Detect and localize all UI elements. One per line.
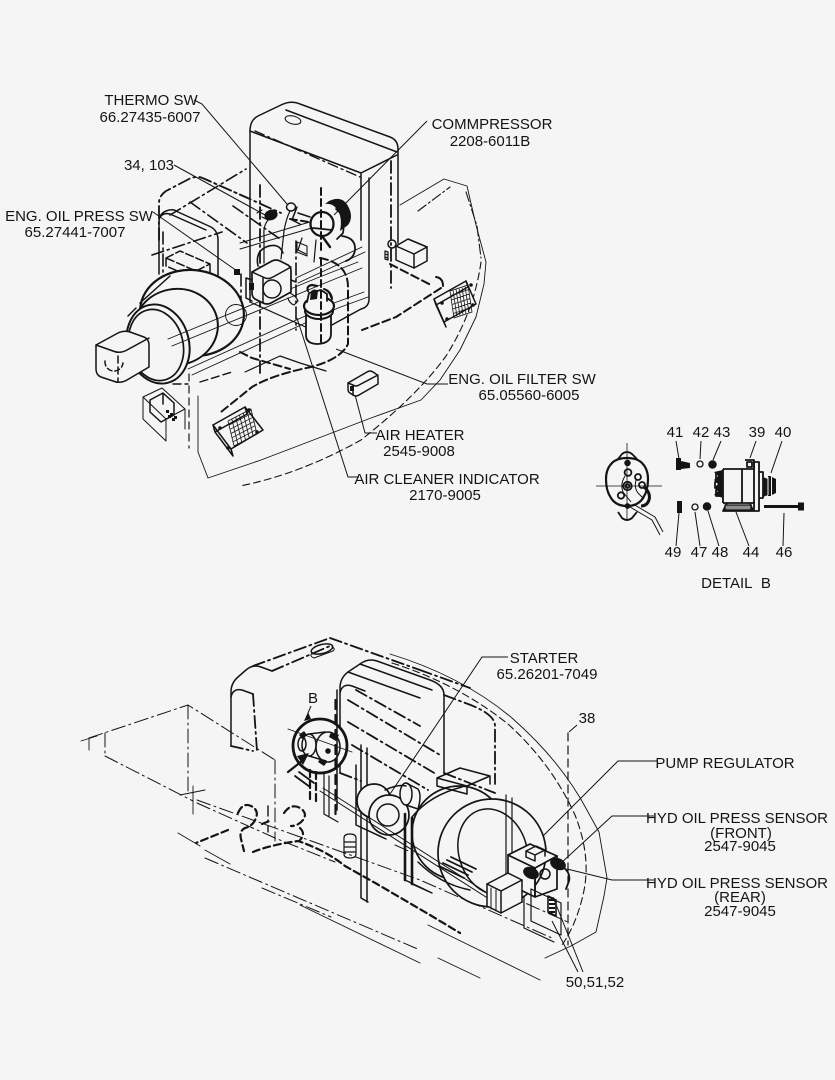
svg-text:48: 48: [712, 544, 729, 561]
svg-text:2547-9045: 2547-9045: [704, 838, 776, 855]
svg-text:40: 40: [775, 424, 792, 441]
svg-text:65.26201-7049: 65.26201-7049: [497, 666, 598, 683]
svg-text:65.05560-6005: 65.05560-6005: [479, 387, 580, 404]
svg-text:44: 44: [743, 544, 760, 561]
svg-text:HYD OIL PRESS SENSOR: HYD OIL PRESS SENSOR: [646, 810, 828, 827]
svg-text:ENG. OIL FILTER SW: ENG. OIL FILTER SW: [448, 371, 596, 388]
svg-text:39: 39: [749, 424, 766, 441]
svg-text:(REAR): (REAR): [714, 889, 766, 906]
svg-text:2170-9005: 2170-9005: [409, 487, 481, 504]
svg-text:65.27441-7007: 65.27441-7007: [25, 224, 126, 241]
svg-text:41: 41: [667, 424, 684, 441]
svg-text:STARTER: STARTER: [510, 650, 579, 667]
svg-text:THERMO SW: THERMO SW: [104, 92, 198, 109]
svg-text:38: 38: [579, 710, 596, 727]
svg-text:42: 42: [693, 424, 710, 441]
svg-text:HYD OIL PRESS SENSOR: HYD OIL PRESS SENSOR: [646, 875, 828, 892]
svg-text:COMMPRESSOR: COMMPRESSOR: [432, 116, 553, 133]
svg-text:49: 49: [665, 544, 682, 561]
svg-text:46: 46: [776, 544, 793, 561]
svg-text:2547-9045: 2547-9045: [704, 903, 776, 920]
svg-text:47: 47: [691, 544, 708, 561]
svg-text:2208-6011B: 2208-6011B: [450, 133, 531, 150]
svg-text:PUMP REGULATOR: PUMP REGULATOR: [655, 755, 794, 772]
svg-text:ENG. OIL PRESS SW: ENG. OIL PRESS SW: [5, 208, 154, 225]
svg-text:AIR CLEANER INDICATOR: AIR CLEANER INDICATOR: [354, 471, 539, 488]
svg-text:50,51,52: 50,51,52: [566, 974, 624, 991]
svg-text:66.27435-6007: 66.27435-6007: [100, 109, 201, 126]
svg-text:2545-9008: 2545-9008: [383, 443, 455, 460]
svg-text:DETAIL B: DETAIL B: [701, 575, 771, 592]
svg-text:43: 43: [714, 424, 731, 441]
svg-text:AIR HEATER: AIR HEATER: [376, 427, 465, 444]
svg-text:(FRONT): (FRONT): [710, 825, 772, 842]
svg-text:34, 103: 34, 103: [124, 157, 174, 174]
svg-text:B: B: [308, 690, 318, 707]
